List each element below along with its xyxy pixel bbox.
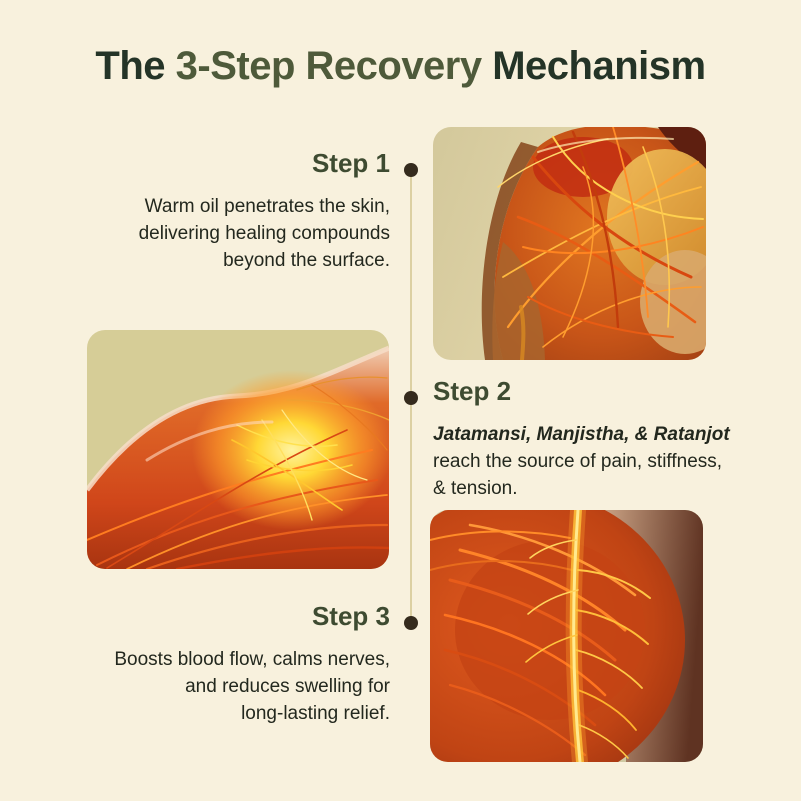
page-title: The 3-Step Recovery Mechanism <box>0 44 801 88</box>
back-muscles-nerves-illustration <box>433 127 706 360</box>
title-suffix: Mechanism <box>481 44 706 88</box>
step-1-block: Step 1 Warm oil penetrates the skin, del… <box>60 148 390 275</box>
step-1-heading: Step 1 <box>311 148 390 178</box>
step-2-herbs-emphasis: Jatamansi, Manjistha, & Ratanjot <box>433 424 730 446</box>
step-3-block: Step 3 Boosts blood flow, calms nerves, … <box>60 601 390 728</box>
step-2-image <box>87 330 389 569</box>
title-highlight: 3-Step Recovery <box>175 44 482 88</box>
spine-glowing-nerves-illustration <box>430 510 703 762</box>
step-3-image <box>430 510 703 762</box>
timeline-dot-2 <box>404 391 418 405</box>
step-2-description-rest: reach the source of pain, stiffness, & t… <box>433 451 723 500</box>
step-2-block: Step 2 Jatamansi, Manjistha, & Ratanjot r… <box>433 376 755 503</box>
step-3-heading: Step 3 <box>311 601 390 631</box>
step-1-image <box>433 127 706 360</box>
timeline-dot-1 <box>404 163 418 177</box>
shoulder-inflammation-glow-illustration <box>87 330 389 569</box>
step-2-heading: Step 2 <box>433 376 512 406</box>
step-2-description: Jatamansi, Manjistha, & Ratanjot reach th… <box>433 422 755 503</box>
title-prefix: The <box>95 44 176 88</box>
timeline-dot-3 <box>404 616 418 630</box>
step-3-description: Boosts blood flow, calms nerves, and red… <box>114 649 390 725</box>
step-1-description: Warm oil penetrates the skin, delivering… <box>138 196 390 272</box>
